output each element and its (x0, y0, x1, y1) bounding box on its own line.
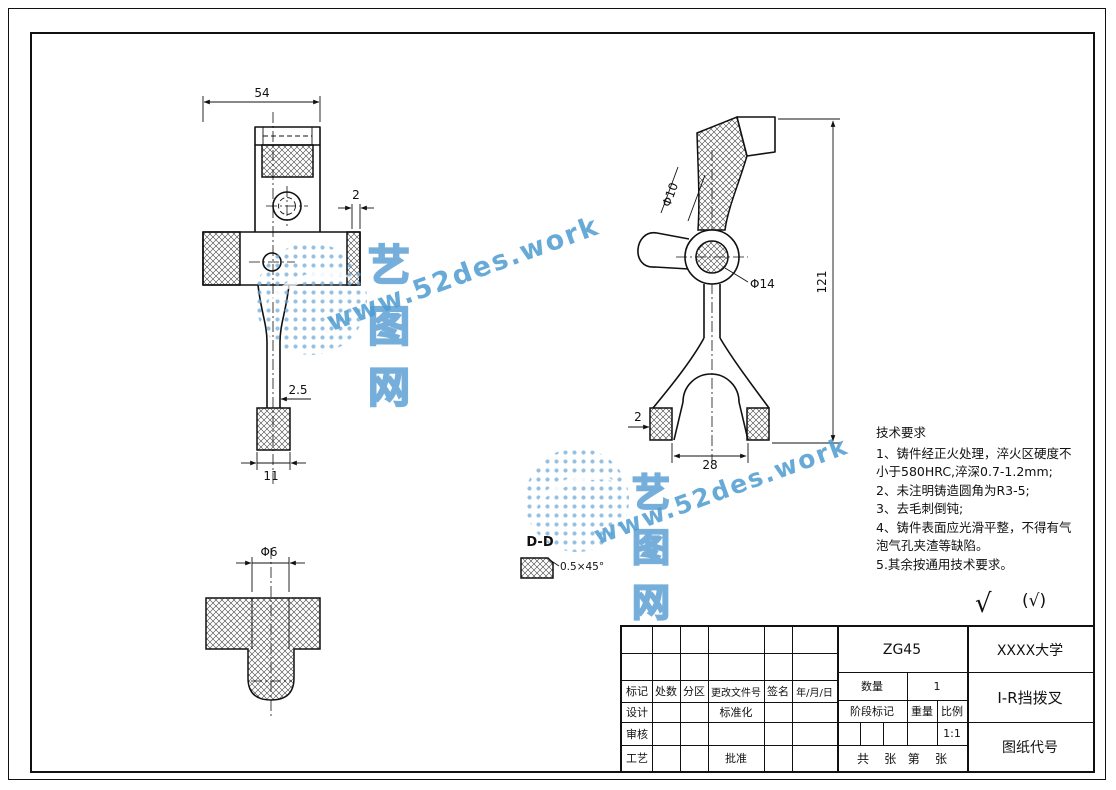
tech-line: 2、未注明铸造圆角为R3-5; (876, 482, 1030, 498)
outer-frame (8, 8, 1106, 780)
technical-requirements: 技术要求 1、铸件经正火处理，淬火区硬度不 小于580HRC,淬深0.7-1.2… (876, 424, 1112, 574)
tech-line: 小于580HRC,淬深0.7-1.2mm; (876, 464, 1053, 479)
title-block: 标记 处数 分区 更改文件号 签名 年/月/日 设计 标准化 审核 工艺 批准 … (620, 625, 1095, 773)
tb-rev-sign: 签名 (767, 685, 789, 698)
dim-front-stem: 2.5 (288, 383, 307, 397)
dim-front-step: 2 (352, 188, 360, 202)
chamfer-note: 0.5×45° (560, 561, 604, 573)
surface-finish: √ (√) (975, 589, 1046, 619)
dim-side-pad: 2 (634, 410, 642, 424)
tb-organization: XXXX大学 (996, 642, 1064, 659)
tb-approve: 批准 (725, 752, 747, 765)
tech-title: 技术要求 (876, 425, 927, 440)
dim-side-hub: Φ14 (750, 277, 775, 291)
dim-side-fork: 28 (702, 458, 717, 472)
tb-drawing-code: 图纸代号 (1002, 739, 1058, 756)
tech-line: 4、铸件表面应光滑平整，不得有气 (876, 519, 1072, 535)
detail-view: Φ6 (205, 545, 321, 716)
tech-line: 泡气孔夹渣等缺陷。 (876, 538, 989, 553)
tb-rev-count: 处数 (655, 685, 677, 698)
tb-qty-value: 1 (933, 679, 941, 693)
tech-line: 5.其余按通用技术要求。 (876, 556, 1013, 572)
tech-line: 1、铸件经正火处理，淬火区硬度不 (876, 445, 1072, 461)
tb-scale-value: 1:1 (943, 727, 961, 740)
tb-rev-date: 年/月/日 (796, 687, 833, 699)
tb-material: ZG45 (882, 641, 922, 658)
tb-rev-docno: 更改文件号 (711, 687, 761, 699)
tb-qty-label: 数量 (861, 680, 883, 693)
section-dd: D-D 0.5×45° (520, 535, 604, 579)
dim-detail-hole: Φ6 (260, 545, 277, 559)
side-view: Φ10 Φ14 121 (628, 115, 840, 472)
tb-design: 设计 (626, 706, 648, 719)
dim-front-width: 54 (254, 86, 269, 100)
dim-front-bottom: 11 (263, 469, 278, 483)
tb-audit: 审核 (626, 727, 648, 741)
dim-side-arm: Φ10 (659, 181, 681, 209)
tech-line: 3、去毛刺倒钝; (876, 501, 964, 516)
tb-rev-zone: 分区 (683, 685, 705, 698)
tb-weight-label: 重量 (911, 705, 933, 718)
finish-check-icon: √ (975, 589, 992, 619)
section-label: D-D (526, 535, 553, 550)
tb-standardize: 标准化 (719, 706, 753, 719)
tb-rev-mark: 标记 (626, 685, 648, 698)
tb-part-name: I-R挡拨叉 (997, 688, 1063, 707)
inner-frame (30, 32, 1095, 773)
tb-scale-label: 比例 (941, 705, 963, 718)
tb-craft: 工艺 (626, 752, 648, 765)
dim-side-height: 121 (815, 271, 829, 294)
tb-stage-label: 阶段标记 (850, 705, 894, 718)
tb-sheets: 共 张 第 张 (857, 751, 947, 766)
finish-bracket-icon: (√) (1022, 591, 1046, 611)
front-view: 54 2 (202, 86, 374, 487)
